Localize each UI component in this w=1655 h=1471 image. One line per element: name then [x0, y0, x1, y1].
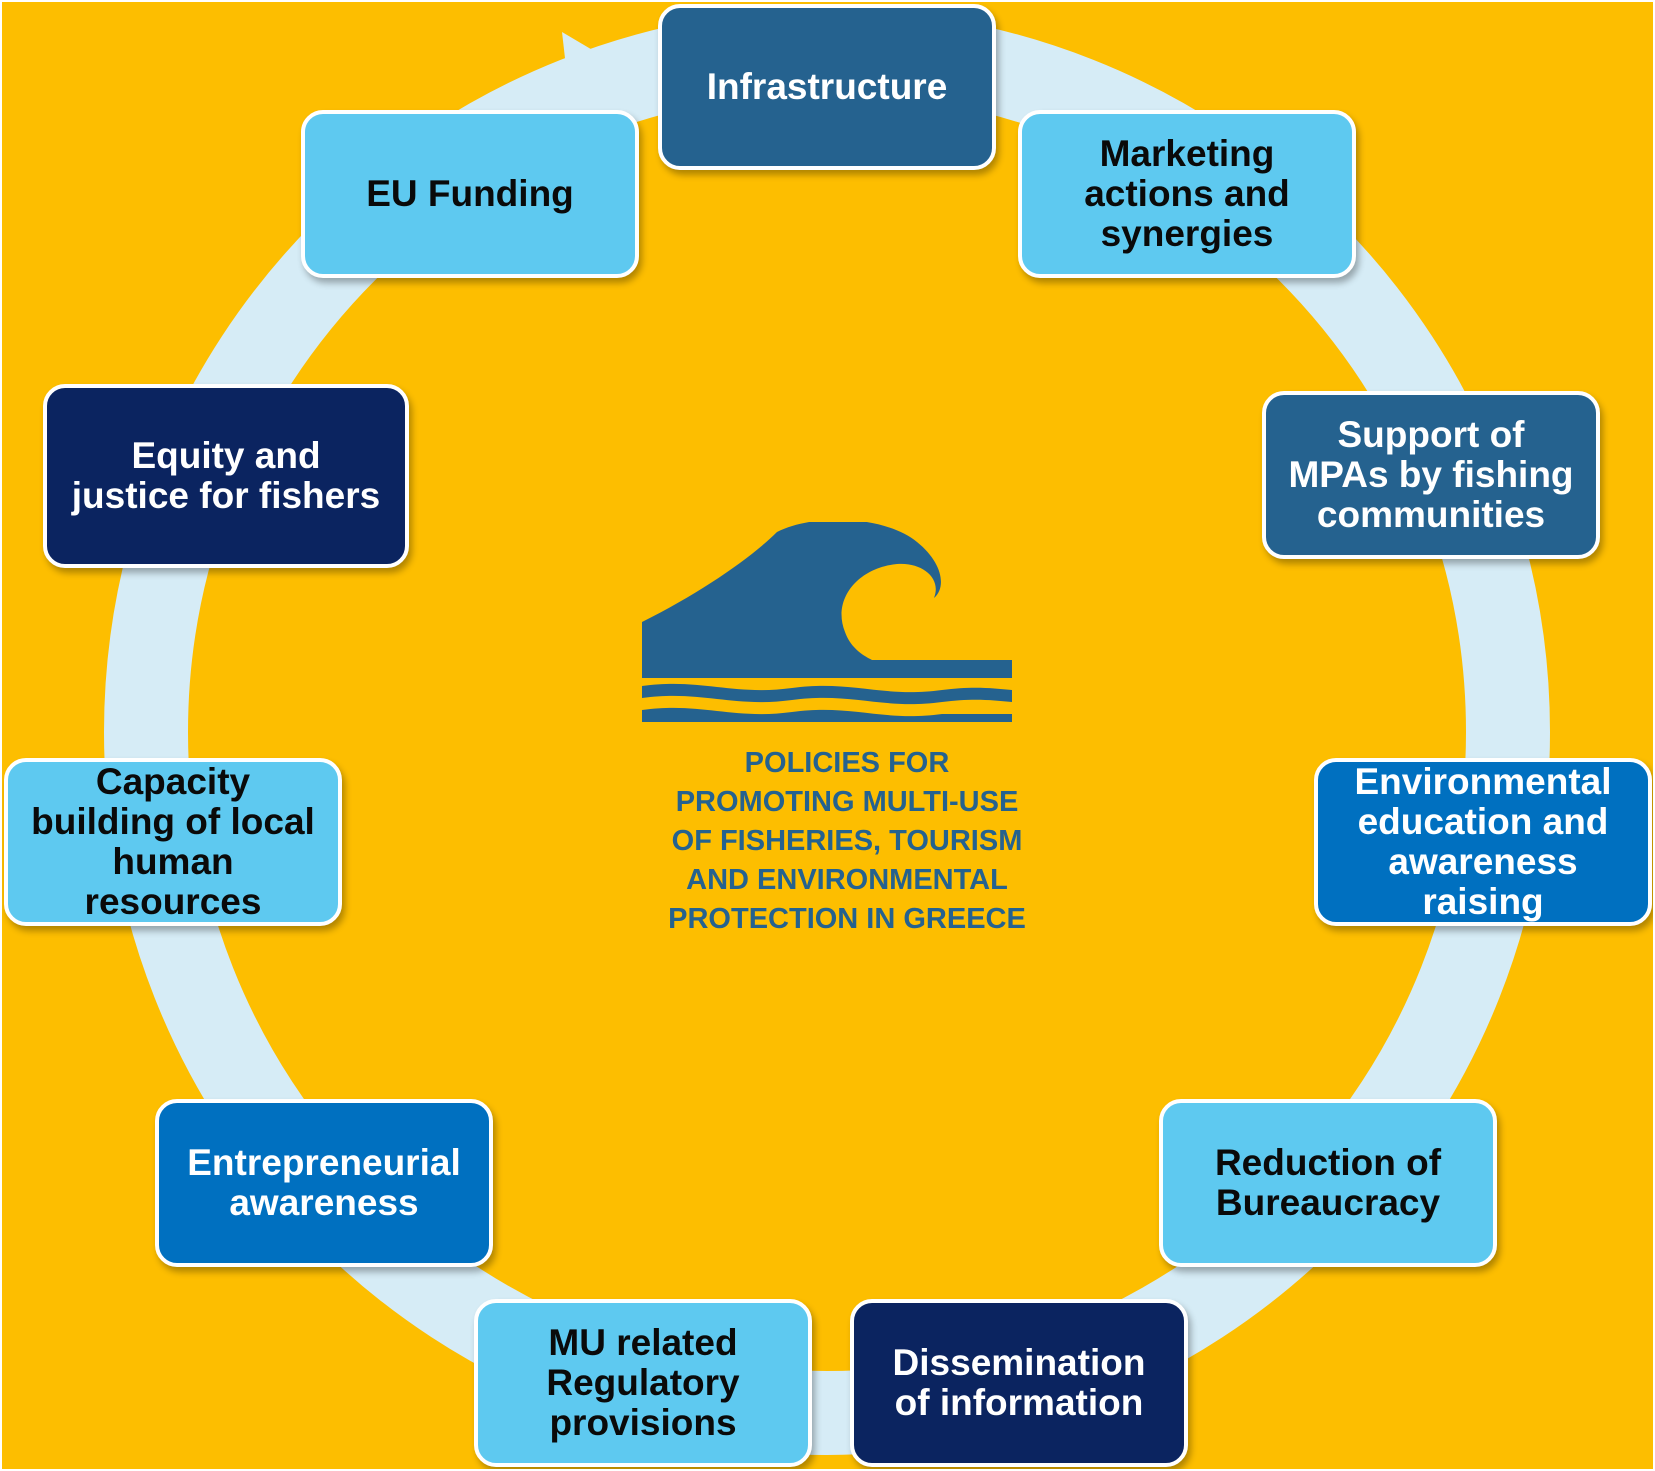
- box-label: Dissemination of information: [892, 1342, 1146, 1423]
- wave-icon: [642, 522, 1012, 722]
- box-label: Infrastructure: [706, 66, 948, 108]
- box-label: Capacity building of local human resourc…: [31, 761, 315, 922]
- box-equity-and-justice: Equity and justice for fishers: [43, 384, 409, 568]
- box-label: Entrepreneurial awareness: [187, 1142, 461, 1223]
- box-label: Equity and justice for fishers: [71, 435, 381, 516]
- box-label: MU related Regulatory provisions: [546, 1322, 740, 1443]
- box-entrepreneurial-awareness: Entrepreneurial awareness: [155, 1099, 493, 1267]
- box-label: Support of MPAs by fishing communities: [1288, 414, 1574, 535]
- box-environmental-education: Environmental education and awareness ra…: [1314, 758, 1652, 926]
- box-label: Environmental education and awareness ra…: [1354, 761, 1612, 922]
- center-title: POLICIES FOR PROMOTING MULTI-USE OF FISH…: [668, 747, 1026, 935]
- box-label: Reduction of Bureaucracy: [1214, 1142, 1442, 1223]
- box-reduction-of-bureaucracy: Reduction of Bureaucracy: [1159, 1099, 1497, 1267]
- box-eu-funding: EU Funding: [301, 110, 639, 278]
- box-mu-regulatory-provisions: MU related Regulatory provisions: [474, 1299, 812, 1467]
- box-label: EU Funding: [366, 173, 574, 215]
- box-marketing-actions: Marketing actions and synergies: [1018, 110, 1356, 278]
- box-infrastructure: Infrastructure: [658, 4, 996, 170]
- box-label: Marketing actions and synergies: [1084, 133, 1290, 254]
- box-support-of-mpas: Support of MPAs by fishing communities: [1262, 391, 1600, 559]
- box-capacity-building: Capacity building of local human resourc…: [4, 758, 342, 926]
- box-dissemination-of-information: Dissemination of information: [850, 1299, 1188, 1467]
